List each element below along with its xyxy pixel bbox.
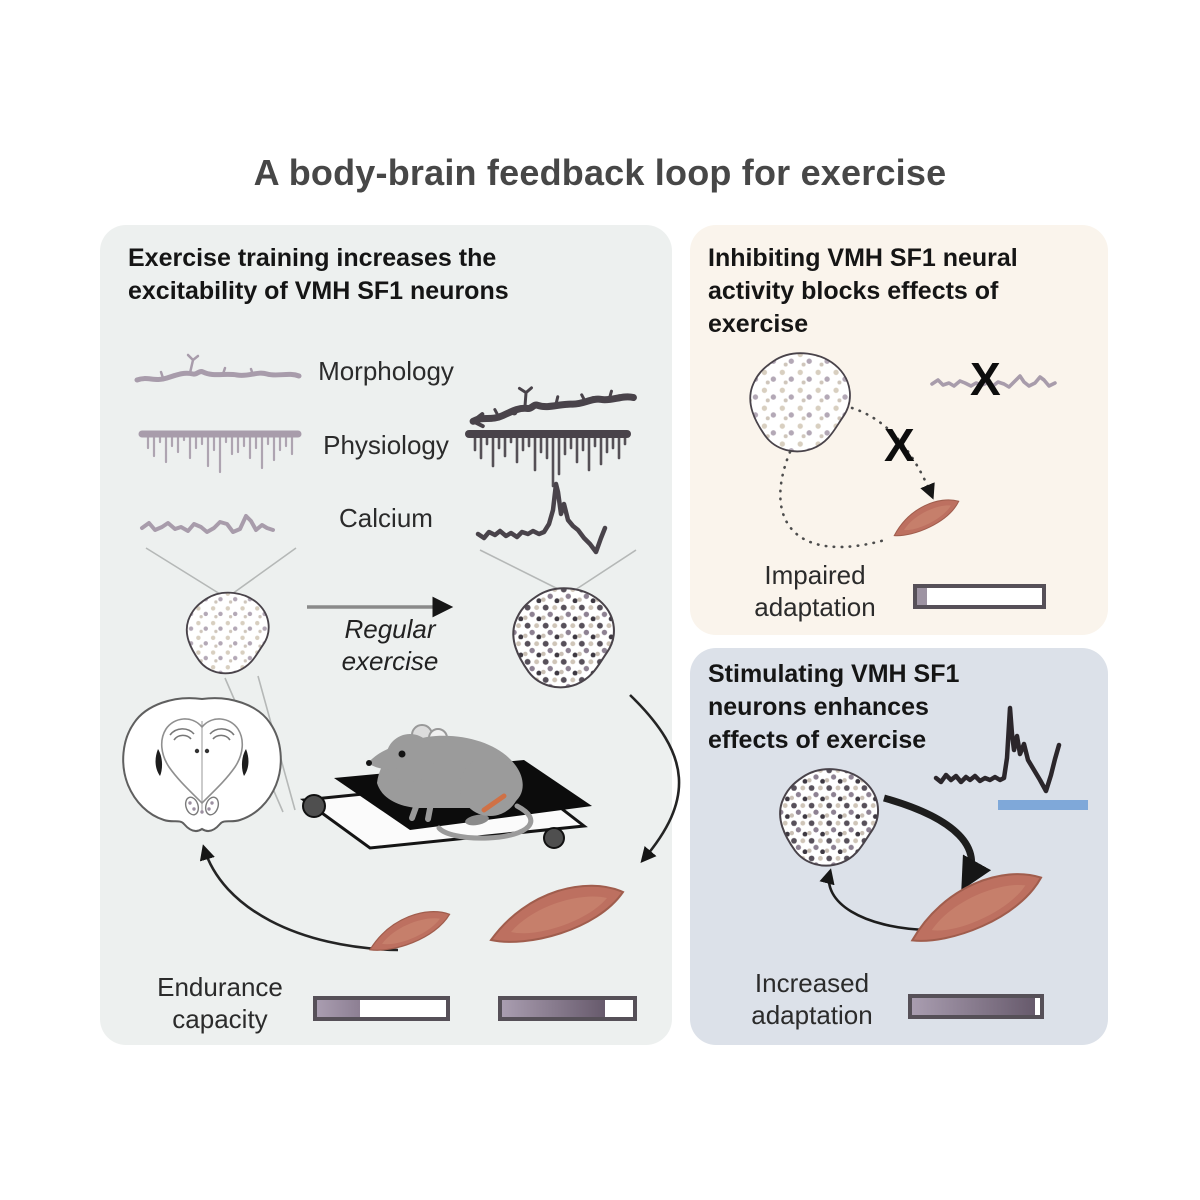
regular-exercise-label: Regular exercise bbox=[341, 614, 439, 676]
block-x-on-pathway: X bbox=[884, 419, 915, 471]
stimulation-panel-header: Stimulating VMH SF1 neurons enhances eff… bbox=[708, 660, 960, 754]
increased-adaptation-label: Increased adaptation bbox=[751, 968, 873, 1030]
impaired-adaptation-label: Impaired adaptation bbox=[754, 560, 876, 622]
morphology-label: Morphology bbox=[318, 356, 454, 386]
endurance-capacity-label: Endurance capacity bbox=[157, 972, 283, 1034]
physiology-label: Physiology bbox=[323, 430, 449, 460]
endurance-bar-before-fill bbox=[317, 1000, 360, 1017]
increased-adaptation-bar bbox=[908, 994, 1044, 1019]
calcium-label: Calcium bbox=[339, 503, 433, 533]
impaired-adaptation-bar bbox=[913, 584, 1046, 609]
training-panel-header: Exercise training increases the excitabi… bbox=[128, 244, 509, 305]
increased-adaptation-bar-fill bbox=[912, 998, 1035, 1015]
inhibition-panel-header: Inhibiting VMH SF1 neural activity block… bbox=[708, 244, 1018, 338]
figure-title: A body-brain feedback loop for exercise bbox=[253, 152, 947, 193]
endurance-bar-before bbox=[313, 996, 450, 1021]
endurance-bar-after-fill bbox=[502, 1000, 606, 1017]
block-x-on-trace: X bbox=[970, 353, 1001, 405]
endurance-bar-after bbox=[498, 996, 637, 1021]
impaired-adaptation-bar-fill bbox=[917, 588, 927, 605]
